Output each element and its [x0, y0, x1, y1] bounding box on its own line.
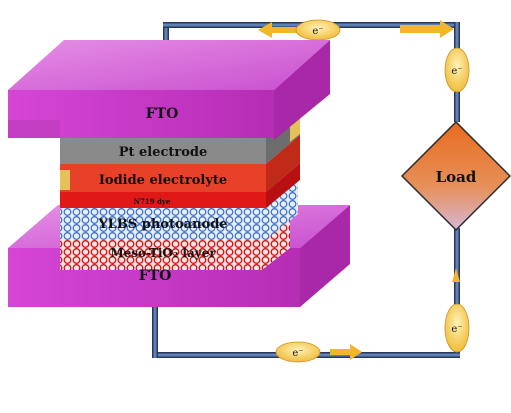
load-block: Load — [400, 120, 511, 232]
svg-text:e⁻: e⁻ — [292, 348, 303, 359]
iodide-electrolyte-label: Iodide electrolyte — [99, 173, 227, 188]
electron-badges: e⁻ e⁻ e⁻ e⁻ — [275, 19, 470, 363]
electron-right-bottom: e⁻ — [444, 303, 470, 353]
current-arrows — [258, 20, 460, 360]
arrow-right-up-bottom — [452, 268, 460, 282]
arrow-top-left — [258, 22, 300, 38]
electron-bottom: e⁻ — [275, 341, 321, 363]
fto-bottom-label: FTO — [139, 268, 172, 284]
load-label: Load — [436, 168, 477, 186]
fto-top-layer — [8, 40, 330, 140]
svg-text:e⁻: e⁻ — [451, 324, 462, 335]
meso-tio2-label: Meso-TiO₂ layer — [110, 246, 216, 260]
cell-stack: FTO Pt electrode Iodide electrolyte N719… — [8, 40, 350, 307]
electron-top: e⁻ — [295, 19, 341, 41]
n719-dye-layer — [60, 163, 300, 208]
fto-top-label: FTO — [146, 106, 179, 122]
electron-right-top: e⁻ — [444, 47, 470, 93]
arrow-bottom-right — [330, 344, 362, 360]
ylbs-photoanode-label: YLBS photoanode — [97, 217, 227, 232]
svg-text:e⁻: e⁻ — [451, 66, 462, 77]
svg-text:e⁻: e⁻ — [312, 26, 323, 37]
n719-dye-label: N719 dye — [134, 197, 171, 206]
arrow-top-right — [400, 20, 454, 38]
pt-electrode-label: Pt electrode — [119, 145, 208, 160]
